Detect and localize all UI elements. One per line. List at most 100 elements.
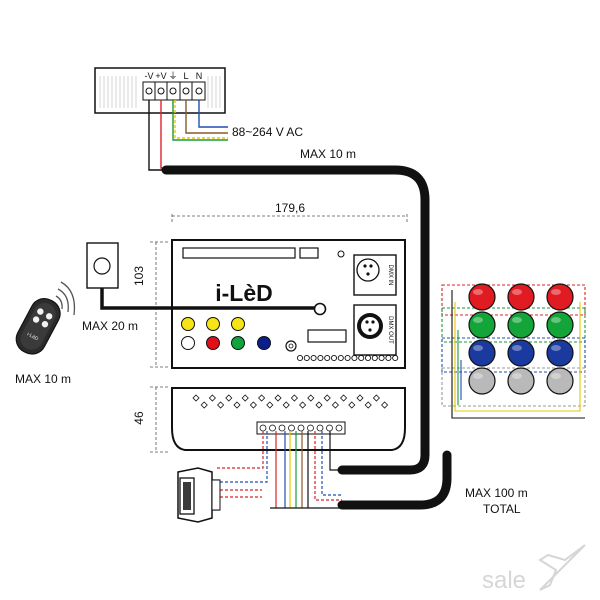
remote-jack	[313, 302, 327, 316]
vent-diamond	[299, 401, 307, 409]
light-blue	[468, 339, 496, 367]
light-red	[507, 283, 535, 311]
remote-logo: i-LèD	[26, 331, 40, 342]
front-screw	[364, 354, 372, 362]
display-slot	[182, 247, 296, 259]
vent-diamond	[233, 401, 241, 409]
front-screw	[358, 354, 365, 362]
button-yellow-1	[181, 317, 195, 331]
vent-diamond	[348, 401, 356, 409]
front-screw	[337, 354, 344, 362]
front-screw	[371, 354, 378, 362]
height-dimension: 103	[132, 266, 146, 286]
lights-length-line1: MAX 100 m	[465, 486, 528, 500]
vent-diamond	[315, 401, 323, 409]
vent-diamond	[217, 401, 225, 409]
indicator-slot	[299, 247, 319, 259]
output-wires	[215, 431, 342, 509]
vent-diamond	[241, 394, 249, 402]
terminal-ground: ⏚	[168, 71, 177, 81]
power-terminal-labels: -V +V ⏚ L N	[145, 71, 203, 81]
handheld-remote: i-LèD	[15, 281, 76, 355]
light-highlight	[551, 345, 561, 351]
vent-diamond	[258, 394, 266, 402]
light-red	[468, 283, 496, 311]
remote-range: MAX 10 m	[15, 372, 71, 386]
front-screw	[385, 354, 392, 362]
vent-diamond	[200, 401, 208, 409]
controller-base	[171, 387, 406, 451]
vent-diamonds	[192, 394, 389, 409]
power-cable-length: MAX 10 m	[300, 147, 356, 161]
watermark-text: sale	[482, 567, 526, 594]
button-green	[231, 336, 245, 350]
vent-diamond	[282, 401, 290, 409]
remote-cable-length: MAX 20 m	[82, 319, 138, 333]
light-highlight	[512, 345, 522, 351]
power-terminal-block	[142, 81, 206, 101]
vent-diamond	[290, 394, 298, 402]
base-height-dimension: 46	[132, 411, 146, 425]
front-screw	[344, 354, 351, 362]
light-highlight	[473, 345, 483, 351]
light-white	[546, 367, 574, 395]
plane-icon	[538, 544, 586, 591]
light-blue	[507, 339, 535, 367]
dimension-base-height	[150, 386, 168, 453]
terminal-screw	[335, 424, 343, 432]
vent-diamond	[323, 394, 331, 402]
terminal-screw	[297, 424, 305, 432]
mains-wires	[172, 100, 228, 141]
vent-diamond	[192, 394, 200, 402]
button-blue	[257, 336, 271, 350]
dmx-wire	[215, 489, 262, 498]
voltage-label: 88~264 V AC	[232, 125, 303, 139]
button-yellow-2	[206, 317, 220, 331]
controller-front: i-LèD DMX IN DMX OUT	[171, 239, 406, 369]
remote-receiver	[86, 242, 119, 289]
light-highlight	[551, 317, 561, 323]
dmx-out-label: DMX OUT	[387, 316, 393, 344]
light-highlight	[512, 373, 522, 379]
front-screw	[303, 354, 310, 362]
light-white	[468, 367, 496, 395]
front-screw	[351, 354, 358, 362]
terminal-l: L	[183, 71, 188, 81]
lights-length-line2: TOTAL	[483, 502, 521, 516]
width-dimension: 179,6	[275, 201, 305, 215]
front-screw	[317, 354, 324, 362]
dmx-out-connector: DMX OUT	[353, 304, 397, 356]
vent-diamond	[340, 394, 348, 402]
lights-frame	[441, 284, 586, 419]
light-green	[468, 311, 496, 339]
output-wire	[329, 431, 342, 471]
front-screw	[330, 354, 338, 362]
light-highlight	[512, 289, 522, 295]
output-wire	[215, 431, 264, 469]
front-screw	[310, 354, 317, 362]
signal-waves-icon	[55, 281, 76, 316]
terminal-screw	[326, 424, 333, 432]
button-white	[181, 336, 195, 350]
front-screw	[324, 354, 331, 362]
output-wire	[321, 431, 342, 496]
watermark: sale	[482, 544, 586, 594]
vent-diamond	[331, 401, 339, 409]
light-white	[507, 367, 535, 395]
terminal-screw	[278, 424, 286, 432]
vent-diamond	[381, 401, 389, 409]
dimension-height	[150, 241, 168, 368]
dmx-in-label: DMX IN	[387, 265, 393, 286]
terminal-screw	[288, 424, 295, 432]
vent-diamond	[307, 394, 315, 402]
vent-diamond	[249, 401, 257, 409]
output-terminal-block	[256, 421, 346, 435]
vent-diamond	[208, 394, 216, 402]
terminal-screw	[307, 424, 314, 432]
button-red	[206, 336, 220, 350]
button-yellow-3	[231, 317, 245, 331]
output-wire	[220, 431, 268, 483]
light-red	[546, 283, 574, 311]
terminal-neg-v: -V	[145, 71, 154, 81]
